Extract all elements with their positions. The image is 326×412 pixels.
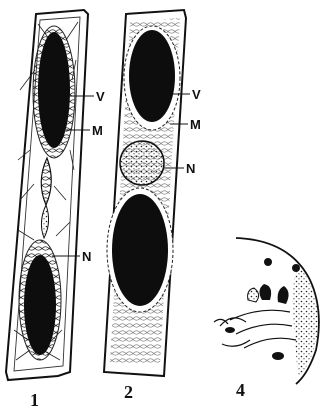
panel-4-number: 4 — [236, 380, 245, 400]
panel-2-label-m: M — [190, 117, 201, 132]
panel-1-label-v: V — [96, 89, 105, 104]
panel-2-nucleus — [120, 141, 164, 185]
panel-2-lower-vacuole — [112, 194, 168, 306]
panel-2-label-n: N — [186, 161, 195, 176]
panel-2-upper-vacuole — [129, 30, 175, 122]
panel-2: V M N 2 — [104, 10, 201, 402]
panel-1-upper-vacuole — [38, 32, 70, 148]
panel-1-label-n: N — [82, 249, 91, 264]
panel-2-number: 2 — [124, 382, 133, 402]
panel-1-lower-vacuole — [24, 255, 56, 355]
panel-4: 4 — [214, 238, 319, 400]
panel-1: V M N 1 — [6, 10, 105, 410]
panel-1-label-m: M — [92, 123, 103, 138]
panel-2-label-v: V — [192, 87, 201, 102]
panel-1-number: 1 — [30, 390, 39, 410]
